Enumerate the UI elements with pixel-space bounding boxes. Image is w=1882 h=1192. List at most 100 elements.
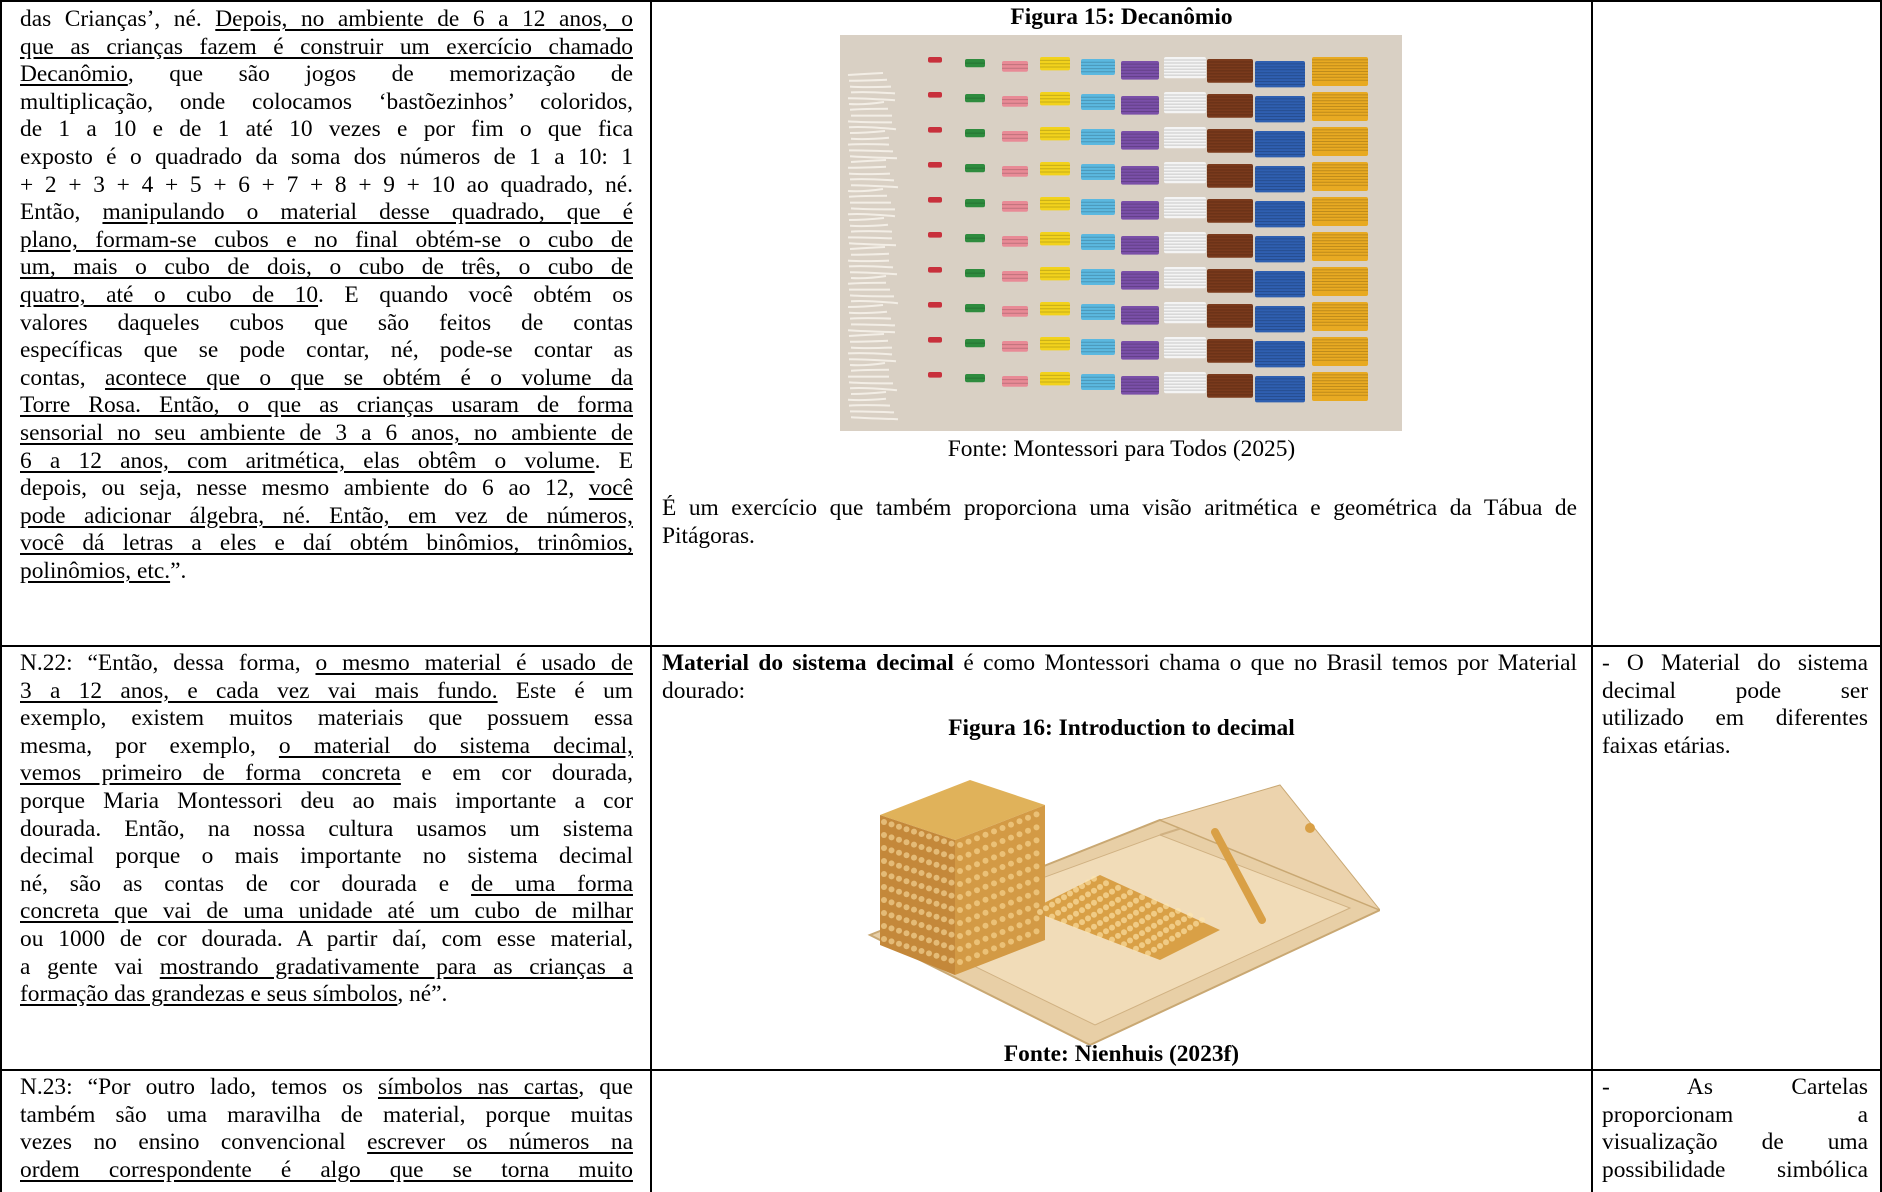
square-bead — [1121, 893, 1127, 900]
analysis-line: proporcionam a — [1602, 1101, 1868, 1128]
cube-bead — [974, 913, 980, 920]
square-bead — [1067, 890, 1073, 897]
cube-bead — [896, 914, 902, 921]
cube-bead — [1008, 912, 1014, 919]
square-bead — [1085, 891, 1091, 898]
underlined-text: formação das grandezas e seus símbolos — [20, 981, 398, 1008]
square-bead — [1079, 895, 1085, 902]
cube-bead — [999, 877, 1006, 883]
cube-bead — [1025, 931, 1031, 938]
cube-bead — [911, 945, 917, 952]
cube-right — [955, 805, 1045, 975]
square-bead — [1073, 886, 1079, 893]
bead-bar — [1002, 236, 1028, 247]
transcript-line: a gente vai mostrando gradativamente par… — [20, 954, 633, 982]
bead-bar — [1207, 199, 1253, 223]
cube-bead — [903, 839, 910, 846]
cube-bead — [933, 939, 940, 946]
text-segment: né, são as contas de cor dourada e — [20, 870, 472, 897]
square-bead — [1073, 898, 1079, 905]
underlined-text: o mesmo material é usado de — [315, 650, 633, 676]
cube-bead — [911, 893, 917, 900]
fringe-thread — [848, 172, 891, 176]
cube-bead — [965, 903, 972, 910]
fringe-thread — [848, 125, 897, 131]
square-bead — [1169, 911, 1175, 918]
text-segment: multiplicação, onde colocamos ‘bastõezin… — [20, 88, 633, 115]
square-bead — [1163, 939, 1169, 946]
cube-bead — [982, 831, 989, 838]
cube-bead — [991, 906, 997, 913]
transcript-line: pode adicionar álgebra, né. Então, em ve… — [20, 503, 633, 531]
square-bead — [1145, 926, 1151, 933]
square-bead — [1163, 915, 1169, 922]
cube-bead — [881, 858, 887, 864]
transcript-line: contas, acontece que o que se obtém é o … — [20, 365, 633, 393]
square-bead — [1109, 936, 1115, 943]
text-segment: decimal porque o mais importante no sist… — [20, 843, 633, 870]
transcript-line: dourada. Então, na nossa cultura usamos … — [20, 816, 633, 844]
cube-bead — [903, 930, 910, 937]
cube-bead — [999, 838, 1006, 844]
bead-bar — [1207, 304, 1253, 328]
square-bead — [1145, 938, 1151, 945]
cube-bead — [957, 868, 963, 874]
cube-bead — [974, 861, 980, 868]
square-bead — [1145, 914, 1151, 921]
fringe-thread — [849, 85, 892, 89]
cube-bead — [1016, 857, 1023, 864]
text-segment: contas, — [20, 364, 106, 391]
bead-bar — [1164, 127, 1206, 149]
bead-bar — [1040, 162, 1070, 176]
cube-bead — [965, 877, 972, 884]
cube-bead — [982, 896, 989, 903]
cube-bead — [1025, 814, 1031, 821]
bead-bar — [1164, 232, 1206, 254]
square-bead — [1127, 925, 1133, 932]
analysis-line: - As Cartelas — [1602, 1074, 1868, 1100]
square-bead — [1085, 879, 1091, 886]
square-bead — [1109, 912, 1115, 919]
cube-bead — [957, 933, 963, 939]
bead-bar — [928, 372, 942, 378]
underlined-text: polinômios, etc. — [20, 557, 171, 584]
cube-bead — [903, 852, 910, 859]
cube-bead — [903, 826, 910, 833]
cube-bead — [1016, 909, 1023, 916]
cube-bead — [911, 841, 917, 848]
bead-bar — [928, 302, 942, 308]
cube-bead — [999, 864, 1006, 870]
cube-bead — [948, 918, 955, 925]
cube-bead — [881, 923, 887, 929]
cube-bead — [1033, 863, 1040, 870]
bead-bar — [1312, 162, 1368, 191]
cube-bead — [948, 866, 955, 873]
bead-bar — [1081, 59, 1115, 75]
text-segment: exposto é o quadrado da soma dos números… — [20, 143, 633, 170]
cube-bead — [941, 838, 947, 845]
bead-bar — [1121, 271, 1159, 290]
fringe-thread — [850, 299, 899, 305]
square-bead — [1121, 905, 1127, 912]
table-divider-1 — [650, 0, 652, 1192]
bead-bar — [1081, 304, 1115, 320]
square-bead — [1103, 928, 1109, 935]
cube-bead — [948, 905, 955, 912]
figure-15-source: Fonte: Montessori para Todos (2025) — [947, 436, 1296, 462]
transcript-line: um, mais o cubo de dois, o cubo de três,… — [20, 254, 633, 282]
square-bead — [1085, 903, 1091, 910]
bead-bar — [1081, 94, 1115, 110]
cube-bead — [888, 847, 895, 854]
cube-bead — [926, 885, 932, 892]
cube-bead — [1016, 870, 1023, 877]
fringe-thread — [850, 252, 890, 256]
fringe-thread — [850, 136, 890, 141]
cube-bead — [896, 862, 902, 869]
transcript-line: vemos primeiro de forma concreta e em co… — [20, 760, 633, 788]
bead-bar — [1040, 267, 1070, 281]
underlined-text: sensorial no seu ambiente de 3 a 6 anos,… — [20, 419, 633, 446]
bead-bar — [1002, 306, 1028, 317]
cube-bead — [974, 874, 980, 881]
bead-bar — [1164, 372, 1206, 394]
square-bead — [1097, 896, 1103, 902]
